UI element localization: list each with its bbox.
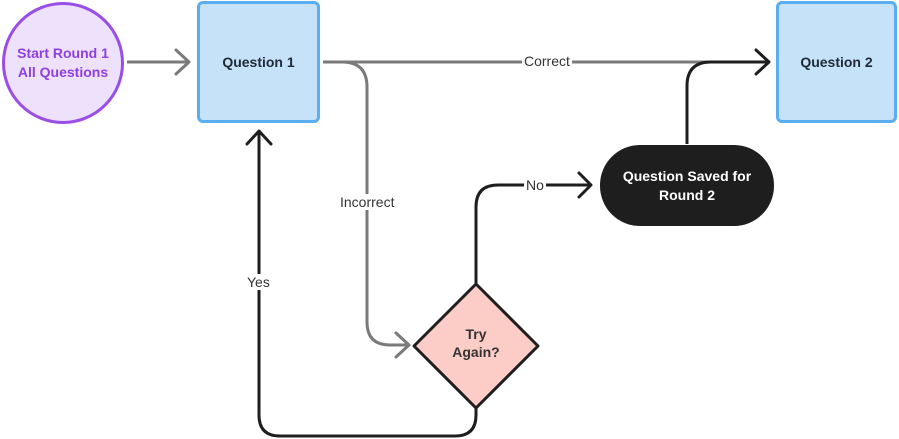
arrowhead-incorrect (394, 331, 411, 359)
edge-tryagain-to-question1-yes (257, 132, 478, 438)
question1-label: Question 1 (222, 53, 295, 70)
arrowhead-no (577, 171, 593, 199)
question1-node: Question 1 (197, 1, 320, 123)
arrowhead-start-to-question1 (174, 48, 191, 76)
question2-label: Question 2 (800, 53, 873, 70)
edge-label-no: No (524, 177, 546, 193)
decision-diamond (412, 282, 540, 410)
edge-label-correct: Correct (522, 53, 572, 69)
edge-saved-to-question2 (685, 60, 768, 144)
start-node-label: Start Round 1 All Questions (17, 45, 109, 80)
question2-node: Question 2 (776, 1, 897, 123)
edge-label-incorrect: Incorrect (338, 194, 397, 210)
start-node: Start Round 1 All Questions (2, 2, 124, 124)
try-again-label: Try Again? (452, 326, 500, 360)
edge-label-yes: Yes (245, 274, 272, 290)
arrowhead-yes (245, 129, 273, 146)
saved-node: Question Saved for Round 2 (600, 145, 774, 226)
arrowhead-question2 (754, 48, 771, 76)
saved-label: Question Saved for Round 2 (622, 167, 752, 203)
edge-tryagain-to-saved-no (474, 183, 590, 283)
